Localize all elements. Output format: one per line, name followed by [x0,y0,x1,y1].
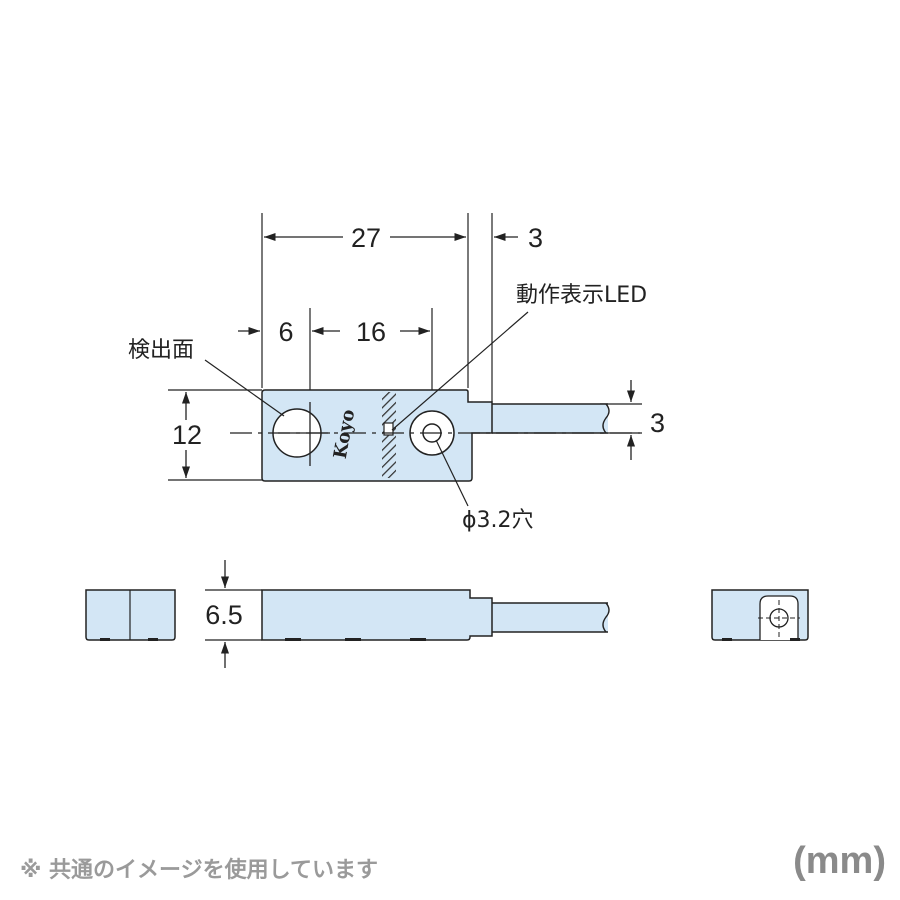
dim-length: 27 [351,223,381,253]
label-hole: ϕ3.2穴 [462,508,534,533]
dim-cable-offset: 3 [528,223,543,253]
dim-thickness: 6.5 [205,600,243,630]
leader-hole [435,439,469,507]
leader-sensing-face [204,359,285,417]
label-led: 動作表示LED [516,283,647,308]
side-feet [722,638,800,641]
extension-lines [168,213,642,481]
cable-top [492,403,610,434]
sensor-body-front-main [261,589,493,641]
footer-note: ※ 共通のイメージを使用しています [20,858,378,883]
cable-front [492,602,610,633]
unit-label: (mm) [793,840,886,882]
label-sensing-face: 検出面 [128,338,194,363]
front-feet [100,638,426,641]
front-view: 6.5 [85,560,610,668]
dim-sensing-offset: 6 [278,317,293,347]
leader-led [391,311,529,431]
side-view [711,589,809,641]
dim-hole-pitch: 16 [356,317,386,347]
dim-cable-height: 3 [650,408,665,438]
dim-height: 12 [172,420,202,450]
top-view: Koyo 27 3 6 16 12 3 検出面 動作表示LED ϕ3. [128,213,665,533]
